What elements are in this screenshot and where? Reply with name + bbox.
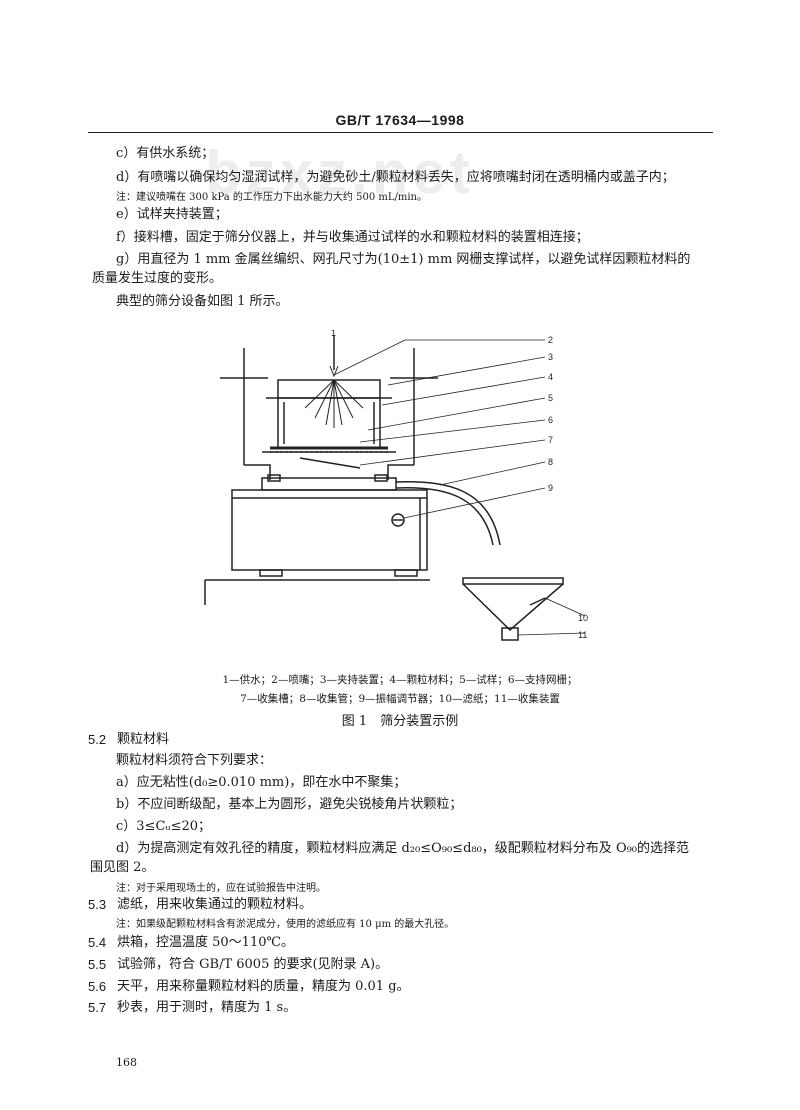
label-8: 8 [548, 457, 553, 467]
section-5-2-number: 5.2 [88, 732, 107, 747]
note-nozzle: 注：建议喷嘴在 300 kPa 的工作压力下出水能力大约 500 mL/min。 [116, 192, 427, 203]
note-field-soil: 注：对于采用现场土的，应在试验报告中注明。 [116, 883, 326, 894]
header-rule [88, 132, 713, 133]
label-5: 5 [548, 393, 553, 403]
item-d-line2: 围见图 2。 [90, 860, 155, 875]
support-stand [220, 348, 438, 491]
figure-reference: 典型的筛分设备如图 1 所示。 [116, 294, 289, 309]
label-leaders [333, 339, 586, 636]
label-2: 2 [548, 335, 553, 345]
funnel-collector [462, 577, 564, 641]
item-a: a）应无粘性(d₀≥0.010 mm)，即在水中不聚集； [116, 775, 407, 790]
section-5-4-number: 5.4 [88, 935, 107, 950]
item-g-line2: 质量发生过度的变形。 [92, 271, 223, 286]
section-5-6-number: 5.6 [88, 979, 107, 994]
label-9: 9 [548, 483, 553, 493]
watermark: bzxz.net [205, 139, 474, 206]
section-5-3-text: 滤纸，用来收集通过的颗粒材料。 [117, 897, 313, 912]
item-c: c）有供水系统； [116, 146, 215, 161]
figure-legend-line2: 7—收集槽；8—收集管；9—振幅调节器；10—滤纸；11—收集装置 [240, 693, 560, 705]
spray-nozzle [304, 335, 364, 428]
section-5-4-text: 烘箱，控温温度 50～110℃。 [117, 935, 295, 950]
section-5-5-number: 5.5 [88, 957, 107, 972]
item-c-uniformity: c）3≤Cᵤ≤20； [116, 819, 212, 834]
section-5-5-text: 试验筛，符合 GB/T 6005 的要求(见附录 A)。 [117, 957, 389, 972]
label-6: 6 [548, 415, 553, 425]
label-10: 10 [578, 613, 588, 623]
figure-title: 图 1 筛分装置示例 [341, 714, 459, 729]
section-5-3-number: 5.3 [88, 897, 107, 912]
sieving-apparatus-diagram: 1 2 3 4 5 6 7 8 9 10 11 [204, 330, 588, 641]
collection-tray-and-pipe [299, 457, 501, 546]
item-b: b）不应间断级配，基本上为圆形，避免尖锐棱角片状颗粒； [116, 797, 463, 812]
section-5-2-title: 颗粒材料 [117, 732, 170, 747]
sieve-shaker-base [204, 489, 430, 605]
specimen-container [270, 397, 388, 453]
label-3: 3 [548, 352, 553, 362]
section-5-2-intro: 颗粒材料须符合下列要求： [116, 753, 273, 768]
item-d-line1: d）为提高测定有效孔径的精度，颗粒材料应满足 d₂₀≤O₉₀≤d₈₀，级配颗粒材… [116, 841, 690, 856]
item-f: f）接料槽，固定于筛分仪器上，并与收集通过试样的水和颗粒材料的装置相连接； [116, 230, 589, 245]
section-5-7-text: 秒表，用于测时，精度为 1 s。 [117, 1000, 297, 1015]
standard-header: GB/T 17634—1998 [335, 112, 465, 128]
section-5-7-number: 5.7 [88, 1000, 107, 1015]
note-filter-paper: 注：如果级配颗粒材料含有淤泥成分，使用的滤纸应有 10 μm 的最大孔径。 [116, 919, 455, 930]
label-11: 11 [578, 630, 587, 640]
figure-legend-line1: 1—供水；2—喷嘴；3—夹持装置；4—颗粒材料；5—试样；6—支持网栅； [222, 674, 578, 686]
label-4: 4 [548, 372, 553, 382]
figure-labels: 1 2 3 4 5 6 7 8 9 10 11 [331, 330, 588, 640]
label-7: 7 [548, 435, 553, 445]
page-number: 168 [116, 1056, 137, 1069]
item-e: e）试样夹持装置； [116, 207, 228, 222]
item-d: d）有喷嘴以确保均匀湿润试样，为避免砂土/颗粒材料丢失，应将喷嘴封闭在透明桶内或… [116, 170, 675, 185]
label-1: 1 [331, 330, 336, 338]
section-5-6-text: 天平，用来称量颗粒材料的质量，精度为 0.01 g。 [117, 979, 410, 994]
item-g-line1: g）用直径为 1 mm 金属丝编织、网孔尺寸为(10±1) mm 网栅支撑试样，… [116, 252, 691, 267]
